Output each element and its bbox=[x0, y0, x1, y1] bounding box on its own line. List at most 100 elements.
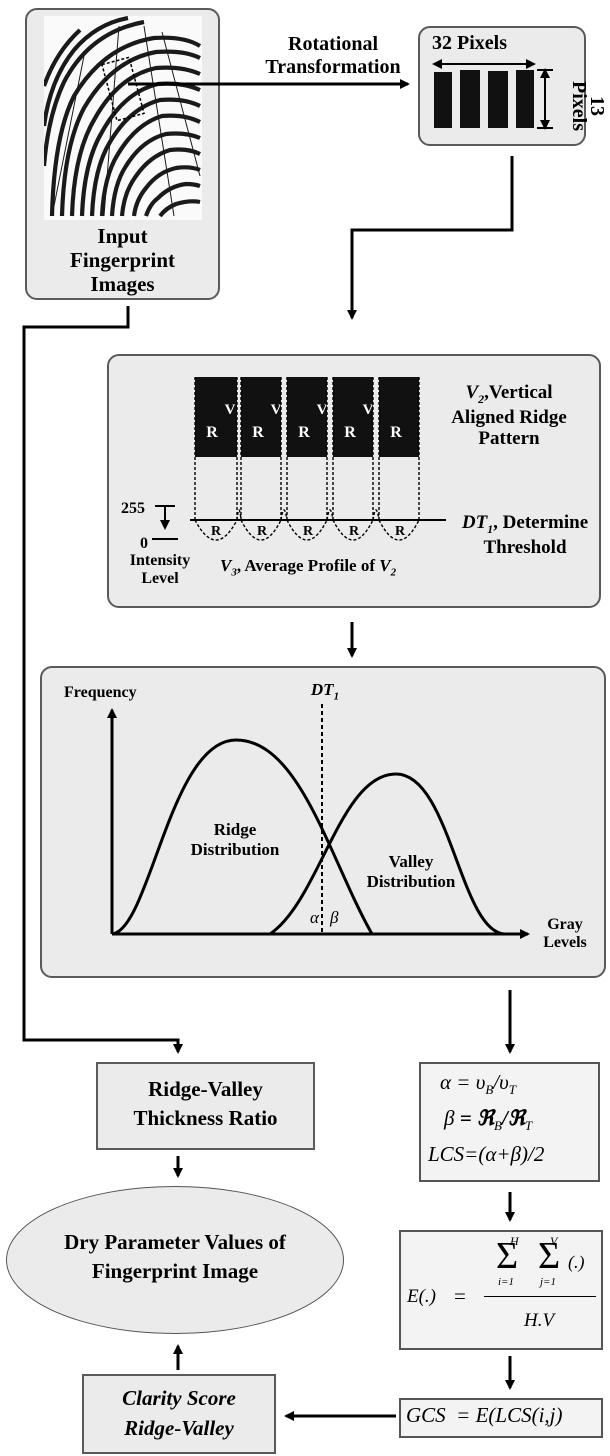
v3-of-sym: V bbox=[379, 556, 391, 575]
expectation-box bbox=[399, 1230, 603, 1350]
v3-sub: 3 bbox=[231, 566, 237, 579]
beta-sub2: T bbox=[524, 1118, 533, 1134]
v2-ridge-pattern bbox=[195, 377, 425, 457]
valley-mark: V bbox=[224, 402, 236, 418]
frequency-label: Frequency bbox=[64, 684, 137, 701]
valley-distribution-label: Valley Distribution bbox=[356, 852, 466, 891]
input-label-line1: Input bbox=[97, 224, 148, 248]
profile-ridge-mark: R bbox=[302, 524, 314, 539]
dt1-dist-sym: DT bbox=[310, 680, 334, 699]
dt1-dist-sub: 1 bbox=[333, 690, 340, 703]
v2-ridge-block bbox=[241, 377, 281, 457]
gray-levels-line2: Levels bbox=[543, 934, 587, 952]
valley-dist-line2: Distribution bbox=[366, 871, 456, 891]
sum-top-h: H bbox=[510, 1234, 519, 1248]
ratio-label: Ridge-Valley Thickness Ratio bbox=[96, 1075, 315, 1134]
block-ridge bbox=[516, 70, 534, 128]
dt1-label: DT1, Determine Threshold bbox=[450, 512, 600, 558]
v2-sub: 2 bbox=[478, 391, 485, 406]
beta-rhs: = ℜ bbox=[459, 1106, 495, 1130]
fraction-bar bbox=[484, 1296, 596, 1297]
intensity-255: 255 bbox=[121, 500, 145, 517]
beta-mark: β bbox=[330, 908, 339, 927]
input-label-line3: Images bbox=[90, 272, 155, 297]
profile-ridge-mark: R bbox=[210, 524, 222, 539]
v2-ridge-block bbox=[379, 377, 419, 457]
sum-bottom-j: j=1 bbox=[540, 1276, 556, 1288]
clarity-label: Clarity Score Ridge-Valley bbox=[82, 1383, 276, 1444]
profile-ridge-mark: R bbox=[256, 524, 268, 539]
v2-label-line1: V2,Vertical bbox=[424, 382, 594, 407]
intensity-label-line1: Intensity bbox=[129, 552, 191, 569]
intensity-0: 0 bbox=[140, 535, 148, 552]
dry-parameter-label: Dry Parameter Values of Fingerprint Imag… bbox=[6, 1228, 344, 1287]
v2-sym: V bbox=[465, 382, 479, 403]
aligned-block-image bbox=[432, 68, 536, 130]
alpha-lhs: α bbox=[440, 1070, 452, 1094]
dry-parameter-ellipse bbox=[6, 1186, 344, 1334]
input-label-line2: Fingerprint bbox=[70, 248, 175, 273]
sum-symbol-2: Σ bbox=[538, 1235, 561, 1277]
beta-formula: β = ℜB/ℜT bbox=[444, 1106, 604, 1134]
expectation-eq: = bbox=[454, 1284, 466, 1308]
beta-sub1: B bbox=[494, 1118, 502, 1134]
dt1-label-line2: Threshold bbox=[483, 536, 567, 558]
expectation-lhs: E(.) bbox=[407, 1286, 437, 1307]
intensity-label: Intensity Level bbox=[120, 552, 200, 589]
v3-label: V3, Average Profile of V2 bbox=[220, 556, 460, 579]
ridge-dist-line1: Ridge bbox=[213, 820, 257, 839]
rotation-label: Rotational Transformation bbox=[243, 33, 423, 79]
sum-arg: (.) bbox=[568, 1252, 585, 1272]
dt1-line1: , Determine bbox=[493, 512, 589, 533]
alpha-div: /υ bbox=[493, 1070, 509, 1094]
lcs-formula: LCS=(α+β)/2 bbox=[428, 1142, 545, 1166]
sum-symbol-1: Σ bbox=[496, 1235, 519, 1277]
gray-levels-line1: Gray bbox=[547, 916, 583, 933]
v2-ridge-block bbox=[287, 377, 327, 457]
clarity-box bbox=[82, 1374, 276, 1454]
valley-mark: V bbox=[316, 402, 328, 418]
alpha-formula: α = υB/υT bbox=[440, 1070, 600, 1098]
ridge-mark: R bbox=[344, 424, 356, 441]
block-width-label: 32 Pixels bbox=[432, 32, 507, 54]
v2-ridge-block bbox=[333, 377, 373, 457]
denominator: H.V bbox=[524, 1310, 555, 1331]
valley-curve bbox=[269, 772, 505, 936]
dt1-sub: 1 bbox=[487, 521, 494, 536]
gcs-formula: GCS = E(LCS(i,j) bbox=[406, 1403, 563, 1427]
ridge-mark: R bbox=[252, 424, 264, 441]
formulas-box bbox=[419, 1062, 600, 1182]
v2-label: V2,Vertical Aligned Ridge Pattern bbox=[424, 382, 594, 450]
alpha-rhs: = υ bbox=[456, 1070, 486, 1094]
dt1-label-line1: DT1, Determine bbox=[450, 512, 600, 537]
ratio-line2: Thickness Ratio bbox=[133, 1106, 278, 1131]
alpha-sub1: B bbox=[485, 1082, 494, 1098]
ridge-dist-line2: Distribution bbox=[190, 839, 280, 859]
profile-ridge-mark: R bbox=[394, 524, 406, 539]
clarity-line1: Clarity Score bbox=[122, 1386, 236, 1410]
intensity-label-line2: Level bbox=[141, 570, 179, 588]
valley-mark: V bbox=[270, 402, 282, 418]
profile-ridge-mark: R bbox=[348, 524, 360, 539]
ridge-mark: R bbox=[206, 424, 218, 441]
block-ridge bbox=[488, 71, 508, 128]
ridge-mark: R bbox=[390, 424, 402, 441]
gray-levels-label: Gray Levels bbox=[530, 916, 600, 953]
valley-dist-line1: Valley bbox=[388, 852, 434, 871]
v3-text: , Average Profile of bbox=[236, 556, 380, 575]
v3-of-sub: 2 bbox=[390, 566, 397, 579]
rotation-label-line1: Rotational bbox=[288, 33, 378, 55]
beta-lhs: β bbox=[444, 1106, 455, 1130]
beta-div: /ℜ bbox=[501, 1106, 525, 1130]
block-ridge bbox=[460, 70, 480, 128]
alpha-mark: α bbox=[310, 908, 319, 927]
v2-line1: ,Vertical bbox=[484, 382, 553, 403]
sum-bottom-i: i=1 bbox=[498, 1276, 514, 1288]
block-to-profile-arrow bbox=[347, 156, 514, 320]
v2-ridge-block bbox=[195, 377, 237, 457]
input-to-ratio-arrow bbox=[22, 306, 183, 1054]
block-ridge bbox=[434, 72, 452, 128]
dry-line2: Fingerprint Image bbox=[91, 1259, 259, 1284]
v2-label-line2: Aligned Ridge bbox=[451, 406, 567, 428]
